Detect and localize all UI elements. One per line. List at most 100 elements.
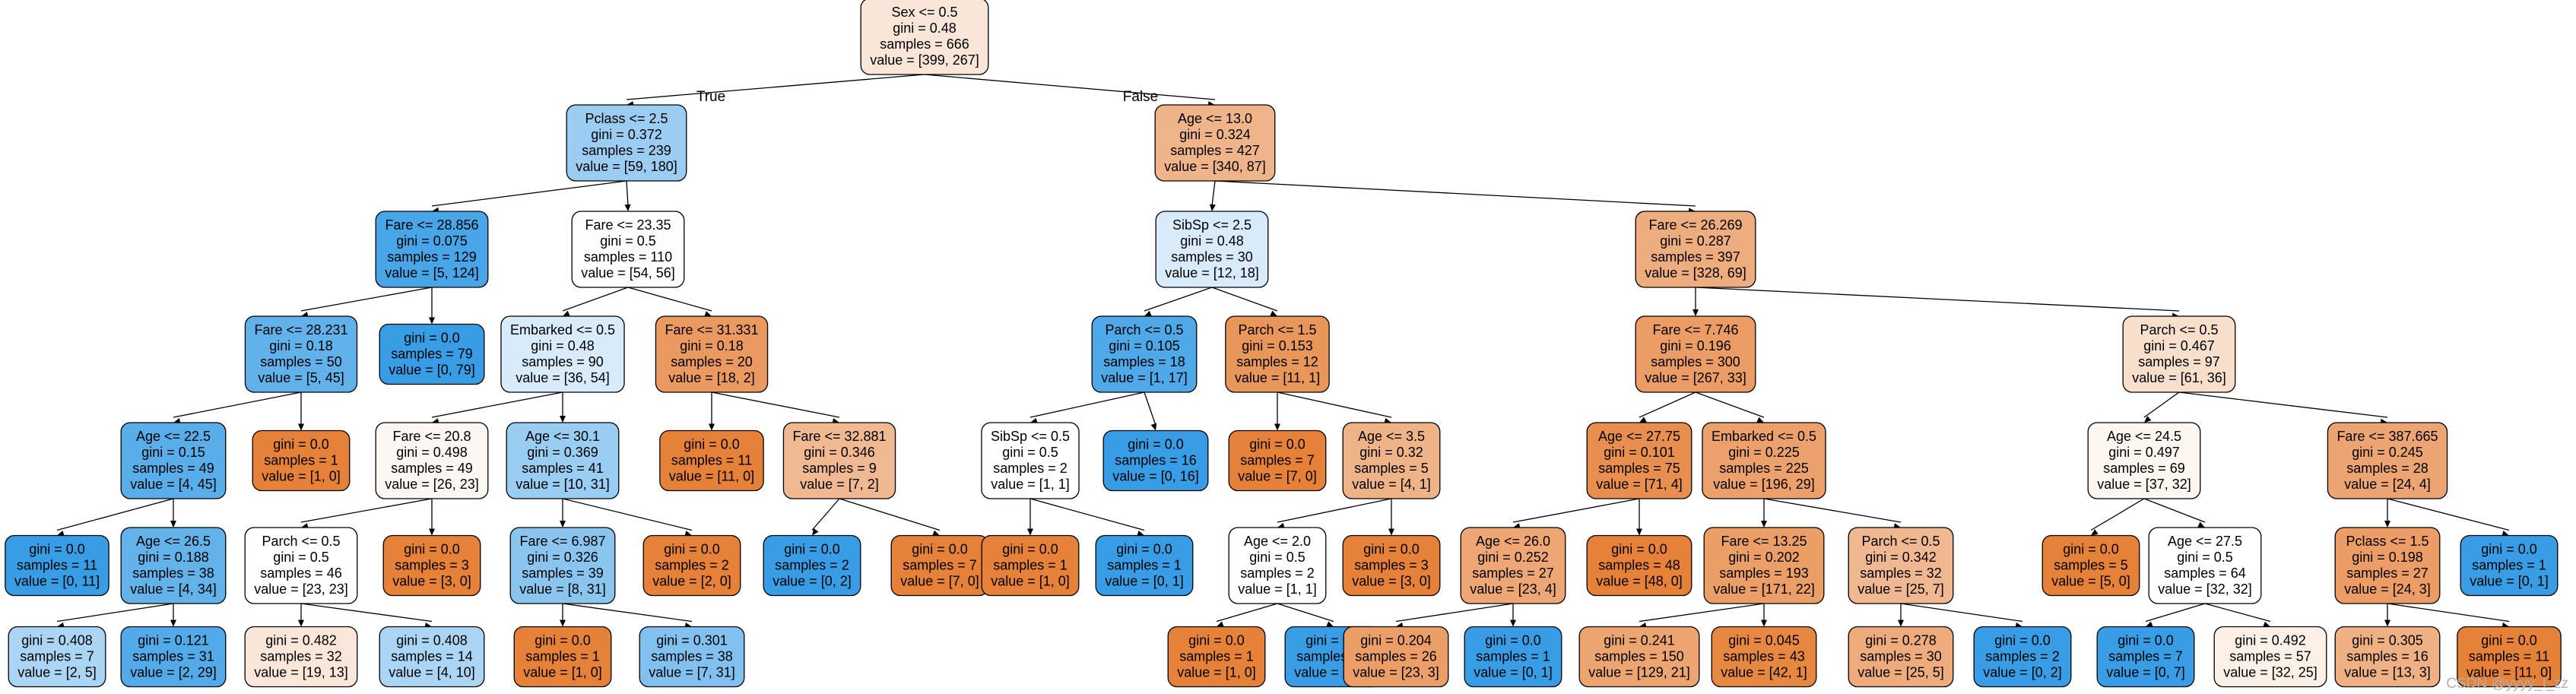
tree-edge-arrowhead bbox=[1692, 309, 1699, 316]
tree-node-line: samples = 16 bbox=[1115, 452, 1197, 467]
tree-node-line: value = [0, 1] bbox=[1105, 573, 1184, 588]
tree-node-box bbox=[1703, 527, 1825, 604]
tree-edge bbox=[1214, 180, 1696, 207]
tree-edge bbox=[56, 498, 174, 531]
tree-node-box bbox=[1102, 429, 1209, 492]
tree-edge-arrowhead bbox=[57, 530, 65, 537]
tree-node-line: value = [0, 1] bbox=[1474, 664, 1553, 680]
tree-node-line: value = [36, 54] bbox=[516, 370, 610, 385]
tree-node-line: gini = 0.101 bbox=[1604, 445, 1675, 460]
tree-node-line: value = [26, 23] bbox=[385, 477, 479, 492]
tree-node-line: gini = 0.498 bbox=[396, 445, 468, 460]
tree-node-line: gini = 0.121 bbox=[138, 632, 209, 648]
tree-node-line: samples = 18 bbox=[1103, 354, 1185, 369]
tree-node-line: Fare <= 23.35 bbox=[585, 217, 671, 233]
tree-node-line: samples = 30 bbox=[1860, 648, 1942, 664]
tree-edge bbox=[1763, 498, 1902, 523]
tree-edge bbox=[1277, 498, 1392, 523]
tree-node-line: gini = 0.198 bbox=[2352, 550, 2423, 565]
tree-node-box bbox=[2213, 626, 2327, 688]
tree-node-line: samples = 20 bbox=[671, 354, 753, 369]
tree-node-line: gini = 0.5 bbox=[2177, 550, 2233, 565]
tree-edge bbox=[173, 391, 302, 418]
tree-edge bbox=[431, 180, 627, 207]
tree-edge-arrowhead bbox=[1636, 528, 1642, 536]
tree-node-box bbox=[981, 534, 1080, 597]
tree-node-line: samples = 7 bbox=[2108, 648, 2183, 664]
tree-node-line: value = [196, 29] bbox=[1713, 477, 1815, 492]
tree-node-line: value = [11, 0] bbox=[669, 468, 754, 483]
tree-node-line: gini = 0.105 bbox=[1109, 338, 1180, 353]
tree-node-line: value = [3, 0] bbox=[1352, 573, 1431, 588]
tree-node-box bbox=[1848, 527, 1954, 604]
tree-node-line: samples = 12 bbox=[1236, 354, 1318, 369]
tree-node-line: value = [267, 33] bbox=[1645, 370, 1746, 385]
tree-edge-arrowhead bbox=[2091, 529, 2099, 536]
tree-edge-arrowhead bbox=[1150, 423, 1157, 431]
tree-node-line: samples = 239 bbox=[582, 143, 671, 158]
tree-node-box bbox=[379, 323, 485, 385]
tree-node-line: samples = 49 bbox=[391, 461, 473, 476]
tree-node-box bbox=[1095, 534, 1194, 597]
tree-node-line: samples = 79 bbox=[391, 346, 473, 361]
tree-node-line: value = [71, 4] bbox=[1596, 477, 1683, 492]
tree-node-line: gini = 0.0 bbox=[2481, 541, 2537, 556]
tree-node-box bbox=[500, 315, 625, 393]
tree-node-box bbox=[981, 422, 1080, 499]
tree-node-line: Fare <= 20.8 bbox=[392, 429, 471, 444]
tree-edge-arrowhead bbox=[812, 528, 819, 536]
tree-node-line: value = [4, 10] bbox=[389, 664, 475, 680]
tree-edge bbox=[1216, 603, 1278, 623]
tree-edge-arrowhead bbox=[2384, 620, 2390, 627]
tree-node-line: value = [0, 11] bbox=[14, 573, 100, 588]
tree-node-box bbox=[1586, 422, 1692, 499]
tree-node-line: gini = 0.0 bbox=[1611, 541, 1667, 556]
tree-node-line: gini = 0.32 bbox=[1359, 445, 1423, 460]
tree-node-box bbox=[1342, 534, 1441, 597]
tree-node-line: Fare <= 31.331 bbox=[665, 322, 758, 337]
tree-edge bbox=[626, 74, 925, 100]
tree-node-line: value = [328, 69] bbox=[1645, 265, 1746, 280]
tree-edge-arrowhead bbox=[170, 521, 176, 528]
tree-node-box bbox=[2460, 534, 2559, 597]
tree-node-line: Parch <= 0.5 bbox=[262, 534, 340, 549]
tree-edge bbox=[1695, 287, 2180, 312]
tree-edge-arrowhead bbox=[1639, 417, 1647, 423]
tree-node-line: value = [48, 0] bbox=[1596, 573, 1683, 588]
tree-node-line: gini = 0.153 bbox=[1242, 338, 1313, 353]
tree-edge bbox=[1395, 603, 1514, 623]
tree-node-box bbox=[5, 534, 109, 597]
tree-node-box bbox=[120, 527, 227, 604]
tree-node-line: samples = 1 bbox=[2472, 557, 2546, 572]
tree-node-line: gini = 0.196 bbox=[1660, 338, 1731, 353]
tree-node-line: value = [23, 4] bbox=[1470, 582, 1556, 597]
tree-edge bbox=[1277, 603, 1334, 623]
tree-node-line: samples = 69 bbox=[2103, 461, 2185, 476]
tree-edge bbox=[2143, 391, 2180, 418]
tree-node-line: value = [4, 45] bbox=[130, 477, 217, 492]
tree-node-box bbox=[244, 626, 358, 688]
tree-node-box bbox=[2041, 534, 2140, 597]
tree-node-line: gini = 0.324 bbox=[1179, 127, 1251, 142]
tree-node-line: samples = 1 bbox=[525, 648, 600, 664]
tree-node-line: gini = 0.0 bbox=[1363, 541, 1420, 556]
tree-node-line: samples = 193 bbox=[1719, 566, 1809, 581]
tree-node-box bbox=[244, 315, 358, 393]
